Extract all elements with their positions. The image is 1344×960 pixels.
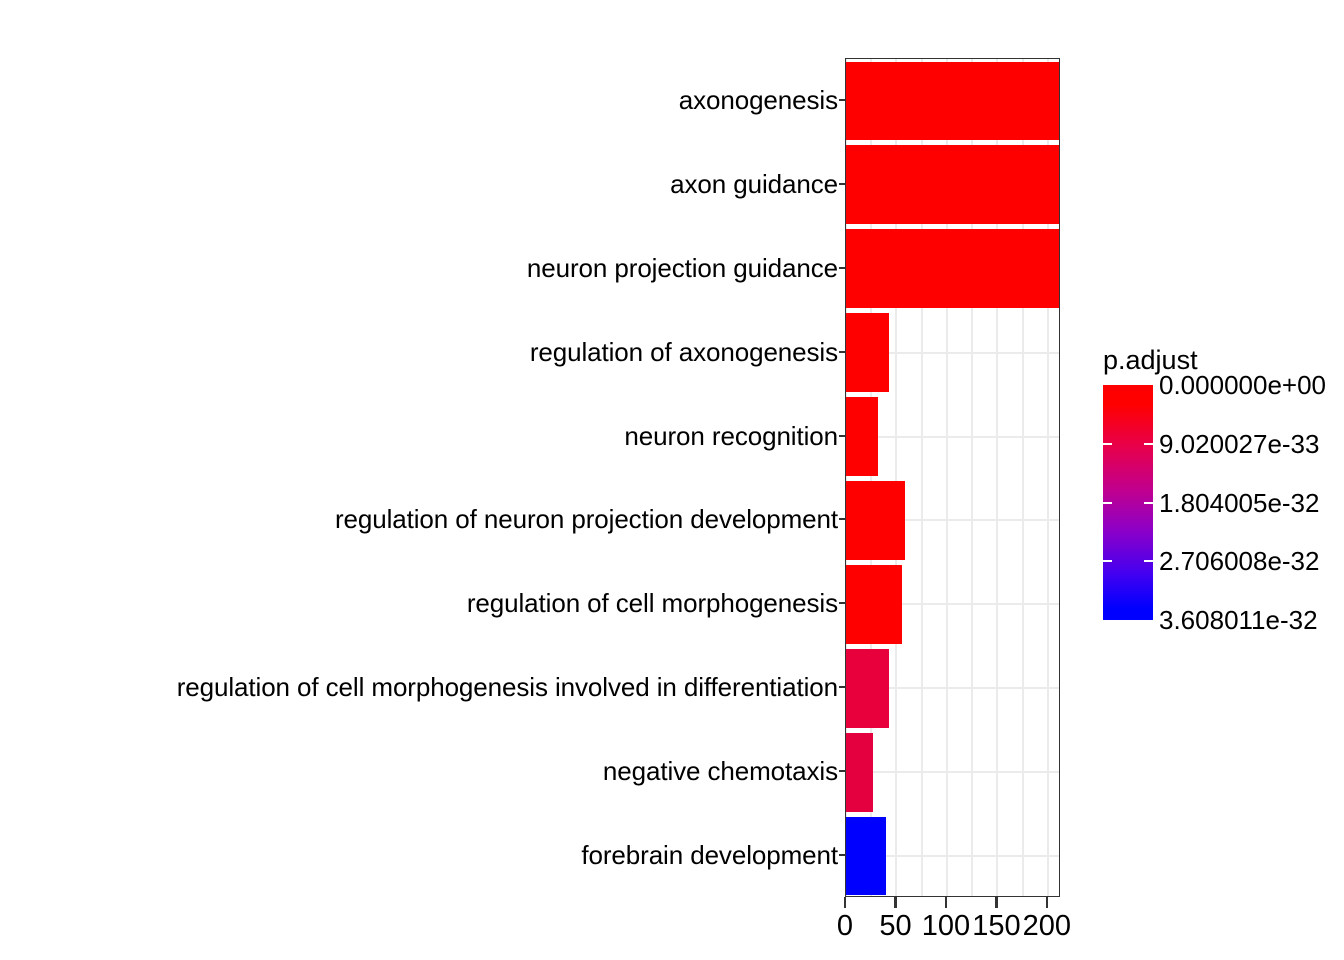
gridline-horizontal: [846, 687, 1059, 690]
legend-colorbar-tick: [1144, 442, 1153, 445]
x-axis-tick-label: 100: [921, 910, 971, 942]
gridline-minor: [1021, 59, 1024, 896]
y-axis-tick: [839, 350, 845, 353]
x-axis-tick-label: 150: [972, 910, 1021, 942]
x-axis-tick-label: 0: [836, 910, 854, 942]
legend-tick-label: 9.020027e-33: [1159, 428, 1320, 459]
y-axis-tick-label: neuron recognition: [624, 420, 838, 451]
y-axis-tick: [839, 434, 845, 437]
x-axis-tick-label: 50: [879, 910, 912, 942]
bar[interactable]: [846, 397, 879, 476]
bar[interactable]: [846, 481, 905, 560]
x-axis-tick: [843, 897, 847, 908]
y-axis-tick: [839, 854, 845, 857]
legend-title: p.adjust: [1103, 345, 1198, 375]
y-axis-tick-label: axonogenesis: [678, 84, 838, 115]
gridline-horizontal: [846, 855, 1059, 858]
gridline-horizontal: [846, 519, 1059, 522]
y-axis-tick: [839, 266, 845, 269]
bar[interactable]: [846, 61, 1059, 141]
legend-colorbar-tick: [1144, 560, 1153, 563]
y-axis-labels: axonogenesis axon guidance neuron projecti…: [0, 58, 845, 897]
y-axis-tick-label: axon guidance: [670, 168, 838, 199]
y-axis-tick: [839, 518, 845, 521]
bar[interactable]: [846, 229, 1059, 309]
bar[interactable]: [846, 648, 890, 728]
legend: p.adjust 0.000000e+00 9.020027e-33 1.80400…: [1100, 345, 1344, 645]
gridline-major: [945, 59, 948, 896]
y-axis-tick-label: regulation of cell morphogenesis involve…: [176, 672, 838, 703]
x-axis-tick: [944, 897, 948, 908]
y-axis-tick: [839, 770, 845, 773]
y-axis-tick: [839, 602, 845, 605]
plot-panel: [845, 58, 1060, 897]
y-axis-tick: [839, 182, 845, 185]
gridline-major: [846, 59, 847, 896]
legend-colorbar-tick: [1144, 501, 1153, 504]
legend-tick-label: 2.706008e-32: [1159, 546, 1320, 577]
y-axis-tick-label: forebrain development: [581, 840, 838, 871]
bar[interactable]: [846, 564, 902, 644]
legend-tick-label: 0.000000e+00: [1159, 370, 1327, 400]
gridline-minor: [870, 59, 873, 896]
legend-colorbar-tick: [1103, 442, 1112, 445]
x-axis-tick-label: 200: [1022, 910, 1072, 942]
legend-tick-label: 3.608011e-32: [1159, 605, 1318, 635]
y-axis-tick-label: regulation of cell morphogenesis: [466, 588, 838, 619]
gridline-major: [895, 59, 898, 896]
y-axis-tick-label: neuron projection guidance: [526, 252, 838, 283]
x-axis-tick: [1045, 897, 1049, 908]
gridline-major: [1046, 59, 1049, 896]
gridline-minor: [971, 59, 974, 896]
x-axis-ticks: [843, 897, 1060, 909]
gridline-horizontal: [846, 603, 1059, 606]
x-axis-tick: [995, 897, 998, 908]
y-axis-tick: [839, 686, 845, 689]
legend-tick-label: 1.804005e-32: [1159, 487, 1320, 518]
legend-colorbar-tick: [1103, 501, 1112, 504]
gridline-major: [996, 59, 999, 896]
gridline-horizontal: [846, 435, 1059, 438]
y-axis-tick-label: regulation of neuron projection developm…: [334, 504, 838, 535]
y-axis-tick-label: regulation of axonogenesis: [529, 336, 838, 367]
bar[interactable]: [846, 313, 890, 393]
y-axis-tick: [839, 98, 845, 101]
bar[interactable]: [846, 145, 1059, 225]
gridline-minor: [920, 59, 923, 896]
x-axis-tick: [894, 897, 897, 908]
bar[interactable]: [846, 732, 874, 812]
gridline-horizontal: [846, 771, 1059, 774]
legend-colorbar-tick: [1103, 560, 1112, 563]
bar[interactable]: [846, 816, 887, 896]
y-axis-tick-label: negative chemotaxis: [602, 756, 838, 787]
gridline-horizontal: [846, 351, 1059, 354]
